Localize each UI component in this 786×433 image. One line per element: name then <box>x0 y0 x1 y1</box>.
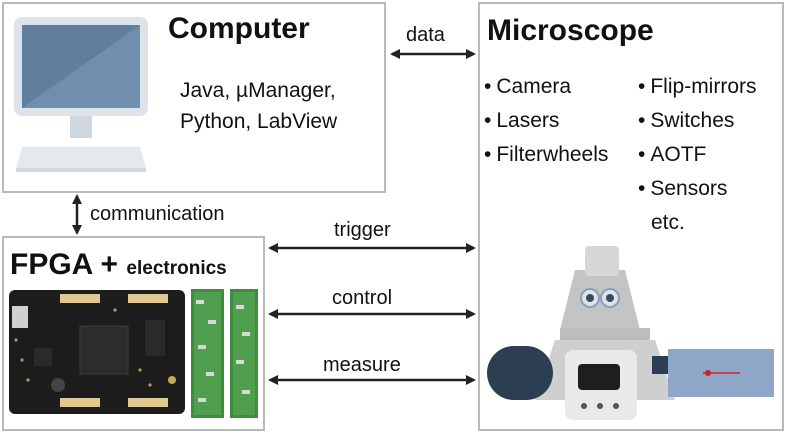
microscope-left-list: Camera Lasers Filterwheels <box>484 70 608 172</box>
microscope-right-list: Flip-mirrors Switches AOTF Sensors etc. <box>638 70 757 240</box>
fpga-title: FPGA + electronics <box>10 248 227 282</box>
computer-software-line2: Python, LabView <box>180 110 338 133</box>
control-label: control <box>332 287 393 309</box>
fpga-title-main: FPGA + <box>10 248 119 281</box>
electronics-board-2-image <box>230 289 258 418</box>
list-item: Filterwheels <box>484 138 608 172</box>
fpga-board-image <box>9 290 185 414</box>
list-item: Switches <box>638 104 757 138</box>
list-item: Sensors <box>638 172 757 206</box>
trigger-label: trigger <box>334 219 391 241</box>
measure-label: measure <box>323 354 401 376</box>
list-item: Flip-mirrors <box>638 70 756 104</box>
microscope-title: Microscope <box>487 14 654 47</box>
fpga-title-sub: electronics <box>126 258 227 279</box>
electronics-board-1-image <box>191 289 224 418</box>
computer-software-line1: Java, µManager, <box>180 79 336 102</box>
monitor-icon <box>14 17 148 172</box>
communication-label: communication <box>90 203 225 225</box>
microscope-image <box>487 246 675 420</box>
list-item-etc: etc. <box>651 211 685 234</box>
list-item: AOTF <box>638 138 757 172</box>
computer-title: Computer <box>168 12 310 45</box>
list-item: Camera <box>484 70 608 104</box>
laser-image <box>668 349 774 397</box>
list-item: Lasers <box>484 104 608 138</box>
data-label: data <box>406 24 445 46</box>
